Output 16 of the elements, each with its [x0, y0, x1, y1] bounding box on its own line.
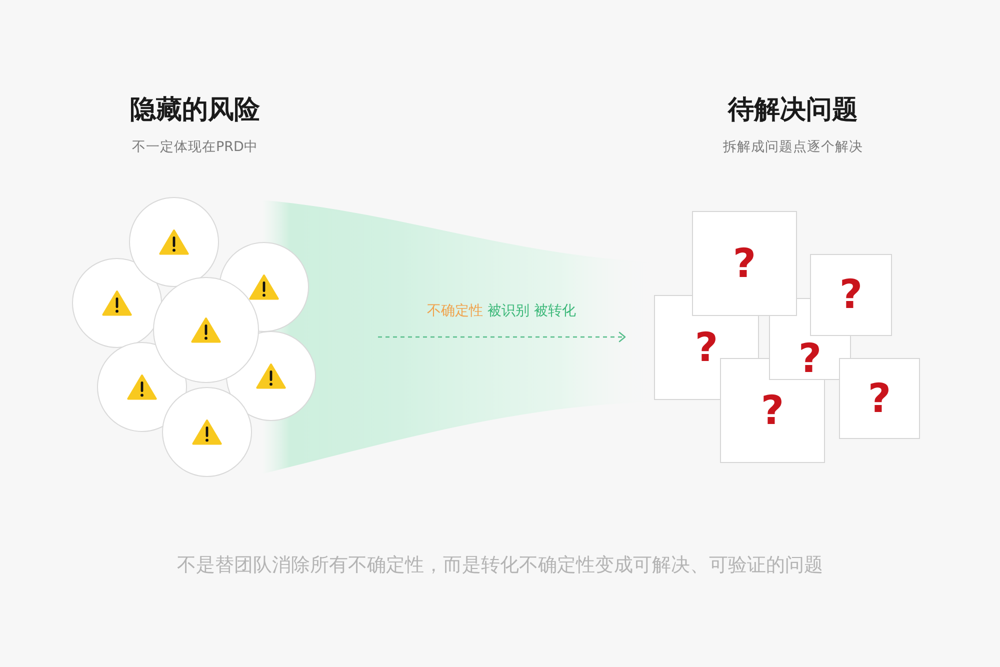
- caption: 不是替团队消除所有不确定性，而是转化不确定性变成可解决、可验证的问题: [177, 553, 823, 577]
- heading: 隐藏的风险: [130, 95, 260, 125]
- question-mark: ?: [760, 390, 784, 430]
- dashed-arrow: [378, 332, 626, 342]
- heading: 待解决问题: [728, 95, 858, 125]
- question-mark: ?: [732, 244, 756, 284]
- question-mark: ?: [839, 275, 863, 315]
- card: [839, 358, 920, 439]
- card: [810, 254, 892, 336]
- card: [692, 211, 797, 316]
- subheading: 拆解成问题点逐个解决: [723, 139, 863, 156]
- question-mark: ?: [798, 339, 822, 379]
- subheading: 不一定体现在PRD中: [132, 139, 258, 156]
- question-mark: ?: [868, 378, 892, 418]
- edge-label: 不确定性 被识别 被转化: [427, 302, 576, 320]
- question-mark: ?: [694, 328, 718, 368]
